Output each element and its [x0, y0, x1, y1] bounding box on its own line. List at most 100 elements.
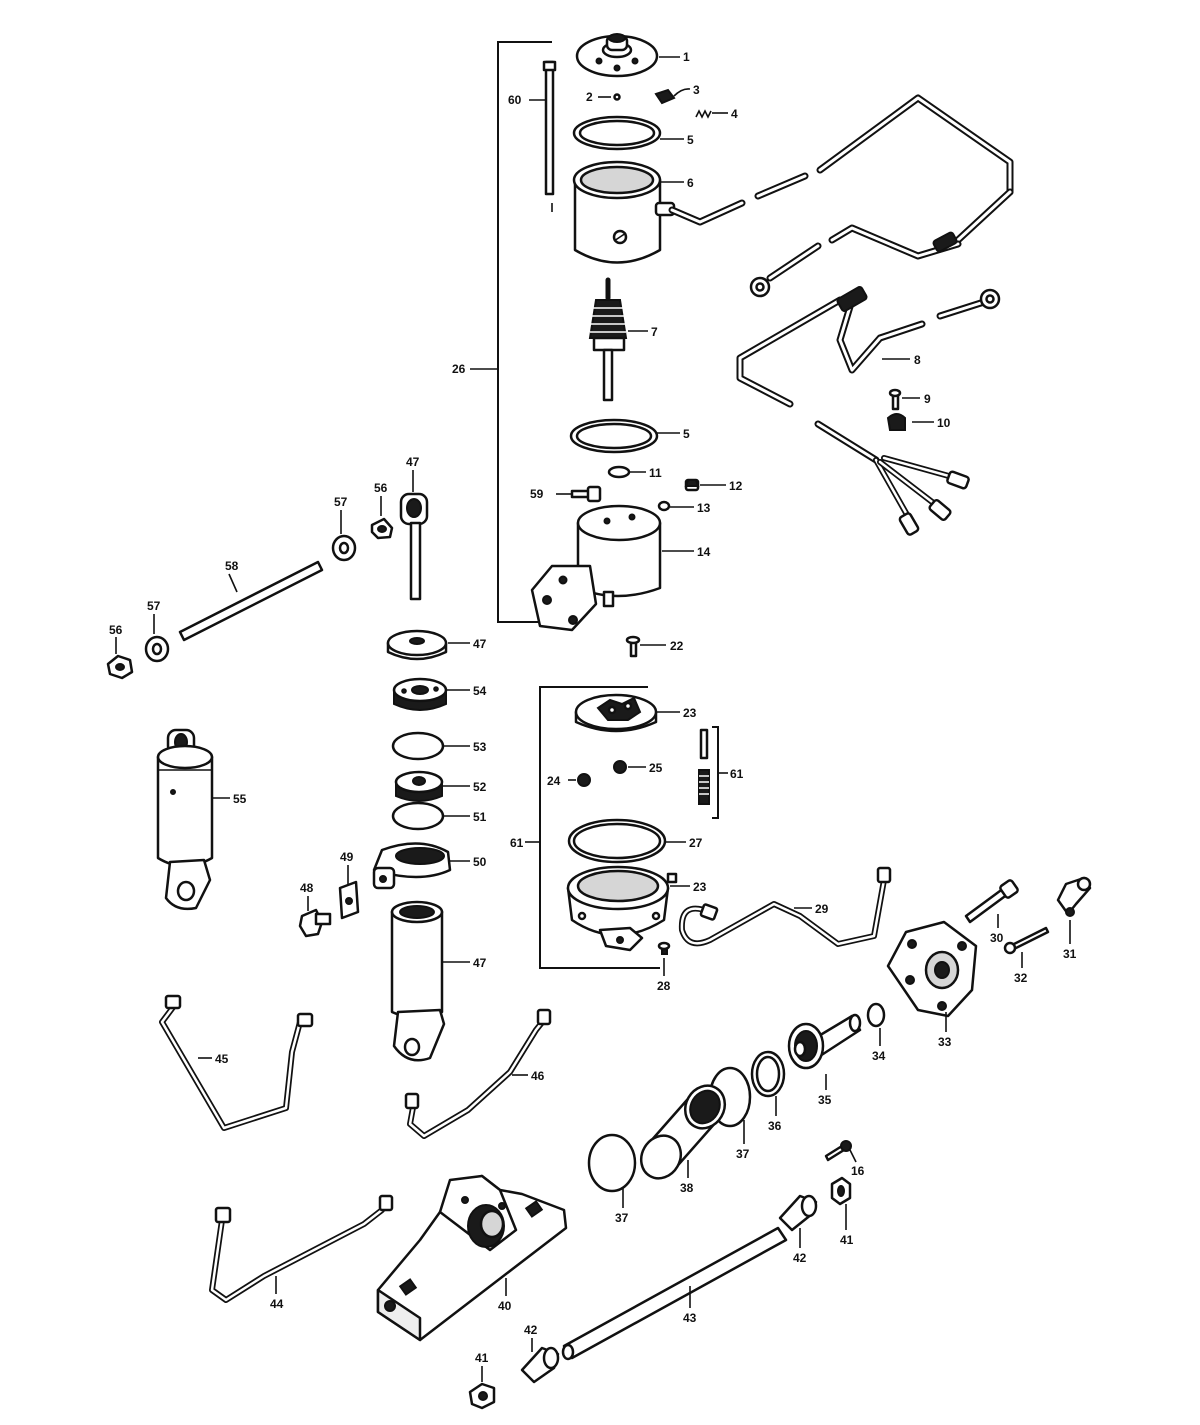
callout-4: 4: [731, 107, 738, 121]
part-6-motor-frame: [572, 160, 684, 264]
callout-44: 44: [270, 1297, 284, 1311]
callout-32: 32: [1014, 971, 1028, 985]
part-49-plate: [338, 865, 360, 920]
callout-60: 60: [508, 93, 522, 107]
part-7-armature: [588, 277, 648, 402]
part-10-clamp: [886, 413, 934, 431]
part-56-nut-upper: [370, 496, 394, 540]
callout-13: 13: [697, 501, 711, 515]
callout-29: 29: [815, 902, 829, 916]
part-41-nut-lower: [468, 1366, 496, 1410]
callout-47-cap: 47: [473, 637, 487, 651]
part-45-hydraulic-line: [159, 994, 314, 1131]
part-48-fitting: [298, 896, 332, 938]
callout-58: 58: [225, 559, 239, 573]
wiring-harness-upper: [668, 94, 1014, 298]
callout-10: 10: [937, 416, 951, 430]
part-57-washer-upper: [331, 510, 357, 562]
part-44-hydraulic-line: [209, 1194, 394, 1303]
callout-57-upper: 57: [334, 495, 348, 509]
callout-11: 11: [649, 466, 662, 480]
part-14-end-head: [530, 504, 694, 632]
part-54-piston-cap: [392, 677, 470, 711]
callout-labels: 1 2 3 4 5 6 60 26 7 8 9 10 5 11 12 13 59…: [109, 50, 1077, 1365]
callout-5: 5: [687, 133, 694, 147]
part-27-o-ring-large: [567, 818, 686, 864]
callout-59: 59: [530, 487, 544, 501]
callout-31: 31: [1063, 947, 1077, 961]
part-59-bolt: [556, 485, 602, 503]
callout-61-right: 61: [730, 767, 744, 781]
callout-35: 35: [818, 1093, 832, 1107]
callout-9: 9: [924, 392, 931, 406]
part-25-ball: [613, 760, 646, 774]
part-8-wiring-harness: [736, 286, 1001, 536]
callout-26: 26: [452, 362, 466, 376]
part-53-o-ring: [391, 731, 470, 761]
callout-38: 38: [680, 1181, 694, 1195]
part-46-hydraulic-line: [404, 1008, 552, 1139]
callout-27: 27: [689, 836, 703, 850]
callout-46: 46: [531, 1069, 545, 1083]
callout-61-left: 61: [510, 836, 524, 850]
callout-42-lower: 42: [524, 1323, 538, 1337]
part-37-o-ring-lower: [587, 1133, 637, 1208]
part-2-ball: [598, 93, 621, 101]
callout-45: 45: [215, 1052, 229, 1066]
callout-3: 3: [693, 83, 700, 97]
callout-56-lower: 56: [109, 623, 123, 637]
callout-16: 16: [851, 1164, 865, 1178]
part-51-o-ring: [391, 801, 470, 831]
part-57-washer-lower: [144, 614, 170, 663]
callout-47-cylinder: 47: [473, 956, 487, 970]
callout-41-upper: 41: [840, 1233, 854, 1247]
part-13-o-ring: [657, 500, 694, 512]
part-33-manifold-block: [886, 920, 978, 1032]
part-9-screw: [888, 388, 920, 411]
callout-7: 7: [651, 325, 658, 339]
part-23-valve-body-upper: [574, 693, 680, 733]
part-61-springs: [698, 728, 728, 805]
part-32-screw: [1003, 926, 1050, 968]
part-55-trim-cylinder: [156, 728, 230, 911]
callout-23-upper: 23: [683, 706, 697, 720]
part-56-nut-lower: [106, 637, 134, 680]
part-34-o-ring: [866, 1002, 886, 1046]
callout-36: 36: [768, 1119, 782, 1133]
part-47-cap: [386, 629, 470, 661]
part-42-bushing-lower: [520, 1338, 560, 1384]
callout-57-lower: 57: [147, 599, 161, 613]
callout-2: 2: [586, 90, 593, 104]
callout-52: 52: [473, 780, 487, 794]
callout-8: 8: [914, 353, 921, 367]
callout-41-lower: 41: [475, 1351, 489, 1365]
part-28-screw: [657, 941, 671, 976]
bracket-group-26: [470, 41, 552, 623]
part-47-cylinder: [390, 900, 470, 1062]
part-41-nut-upper: [830, 1176, 852, 1230]
part-1-end-cap: [575, 33, 680, 78]
part-35-piston-rod: [787, 1013, 862, 1090]
callout-12: 12: [729, 479, 743, 493]
part-22-screw: [625, 635, 666, 658]
callout-48: 48: [300, 881, 314, 895]
callout-33: 33: [938, 1035, 952, 1049]
part-23-pump-body-lower: [566, 865, 690, 952]
callout-28: 28: [657, 979, 671, 993]
callout-30: 30: [990, 931, 1004, 945]
callout-51: 51: [473, 810, 487, 824]
callout-5-lower: 5: [683, 427, 690, 441]
part-11-o-ring: [607, 465, 646, 479]
callout-14: 14: [697, 545, 711, 559]
callout-40: 40: [498, 1299, 512, 1313]
part-5-o-ring-lower: [569, 418, 680, 454]
part-3-brush: [654, 88, 691, 105]
part-24-ball: [568, 773, 591, 787]
part-29-hydraulic-line: [678, 866, 892, 947]
part-52-piston: [394, 770, 470, 802]
part-58-pivot-shaft: [178, 560, 324, 642]
callout-47-link: 47: [406, 455, 420, 469]
callout-56-upper: 56: [374, 481, 388, 495]
callout-24: 24: [547, 774, 561, 788]
